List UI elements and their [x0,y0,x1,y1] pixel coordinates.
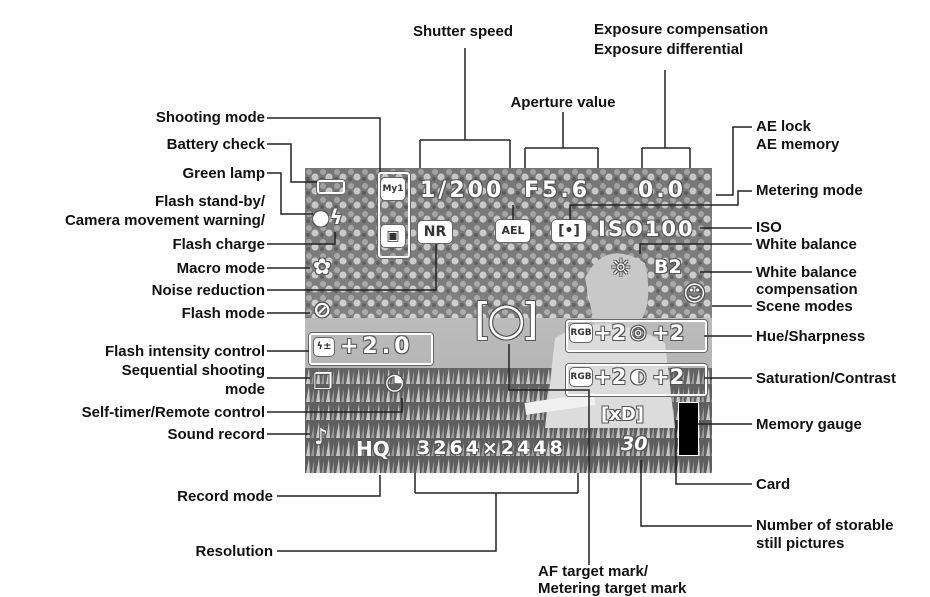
label-white-balance: White balance [756,236,857,253]
shutter-speed-readout: 1/200 [420,178,505,203]
af-target-mark: [○] [474,294,539,345]
label-flash-mode: Flash mode [181,305,265,322]
shooting-mode-icon: My1 [381,178,405,200]
label-iso: ISO [756,219,782,236]
sequential-shooting-icon: ❐ [313,370,333,395]
sharpness-icon: ◎ [630,321,647,343]
label-card: Card [756,476,791,493]
storable-count-readout: 30 [621,433,648,455]
flash-intensity-readout: +2.0 [340,334,414,359]
label-hue-sharpness: Hue/Sharpness [756,328,866,345]
label-resolution: Resolution [195,543,274,560]
record-mode-readout: HQ [356,437,390,461]
label-shutter-speed: Shutter speed [412,23,514,40]
label-exposure-differential: Exposure differential [594,41,744,58]
battery-icon [317,180,345,194]
self-timer-icon: ◔ [385,370,405,395]
metering-mode-icon: [•] [552,220,586,242]
scene-program-icon: ▣ [381,225,405,247]
label-sequential-mode: mode [224,381,265,398]
label-sequential-shooting: Sequential shooting [121,362,265,379]
hue-readout: +2 [594,321,627,345]
label-noise-reduction: Noise reduction [151,282,265,299]
ae-lock-chip: AEL [496,220,530,242]
iso-readout: ISO100 [598,217,695,241]
card-readout: [xD] [601,404,645,425]
label-camera-movement-warning: Camera movement warning/ [64,212,265,229]
flash-intensity-frame [309,333,433,365]
label-record-mode: Record mode [177,488,273,505]
noise-reduction-chip: NR [418,221,452,243]
label-ae-memory: AE memory [756,136,840,153]
label-shooting-mode: Shooting mode [155,109,265,126]
label-af-target-mark: AF target mark/ [538,563,649,580]
flash-standby-icon: ●ϟ [312,205,343,229]
hue-icon: RGB [570,324,592,342]
exposure-readout: 0.0 [638,178,686,203]
white-balance-sun-icon: ☼ [610,254,632,282]
label-still-pictures: still pictures [756,535,845,552]
macro-icon: ✿ [313,255,332,280]
label-battery-check: Battery check [166,136,265,153]
scene-mode-portrait-icon: ☺ [683,282,706,307]
label-self-timer: Self-timer/Remote control [81,404,265,421]
label-flash-intensity-control: Flash intensity control [104,343,265,360]
label-wb-compensation-2: compensation [756,281,858,298]
flash-off-icon: ⊘ [313,298,332,323]
aperture-readout: F5.6 [524,178,591,203]
memory-gauge [678,402,699,456]
label-number-storable: Number of storable [756,517,894,534]
label-exposure-compensation: Exposure compensation [594,21,769,38]
label-macro-mode: Macro mode [176,260,265,277]
saturation-readout: +2 [594,365,627,389]
microphone-icon: ♪ [314,425,329,450]
flash-intensity-icon: ϟ± [314,338,334,356]
label-wb-compensation-1: White balance [756,264,857,281]
contrast-readout: +2 [652,365,685,389]
resolution-readout: 3264×2448 [417,437,566,459]
label-flash-charge: Flash charge [172,236,265,253]
label-scene-modes: Scene modes [756,298,853,315]
label-metering-target-mark: Metering target mark [538,580,687,597]
label-green-lamp: Green lamp [182,165,265,182]
label-metering-mode: Metering mode [756,182,863,199]
label-ae-lock: AE lock [756,118,812,135]
label-sound-record: Sound record [167,426,265,443]
sharpness-readout: +2 [652,321,685,345]
label-flash-standby: Flash stand-by/ [154,193,265,210]
contrast-icon: ◐ [630,365,647,387]
saturation-icon: RGB [570,368,592,386]
wb-compensation-readout: B2 [654,256,682,278]
label-saturation-contrast: Saturation/Contrast [756,370,897,387]
label-memory-gauge: Memory gauge [756,416,862,433]
label-aperture-value: Aperture value [510,94,616,111]
